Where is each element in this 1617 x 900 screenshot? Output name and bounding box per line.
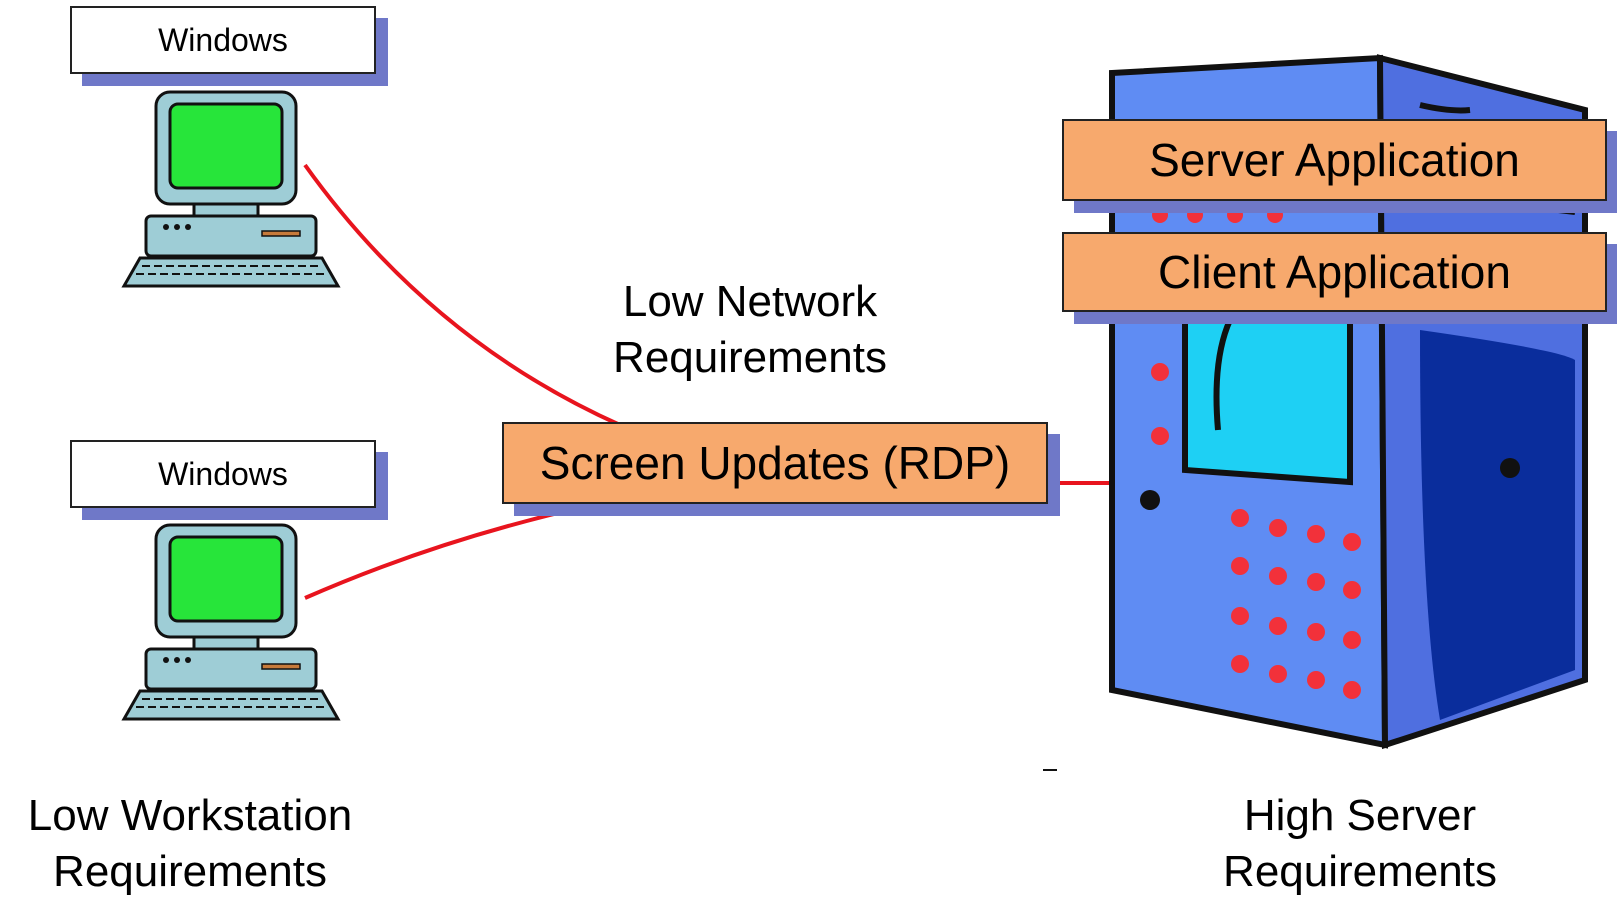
workstation-label-line2: Requirements — [53, 847, 327, 896]
server-requirements-label: High Server Requirements — [1170, 788, 1550, 900]
link-line-bottom — [304, 493, 641, 600]
network-requirements-label: Low Network Requirements — [560, 274, 940, 386]
rdp-screen-updates-box: Screen Updates (RDP) — [502, 422, 1048, 504]
windows-label-top: Windows — [70, 6, 376, 74]
workstation-top-icon — [121, 90, 341, 288]
network-label-line1: Low Network — [622, 277, 878, 326]
network-label-line2: Requirements — [613, 333, 887, 382]
server-icon — [1109, 54, 1588, 750]
windows-label-bottom: Windows — [70, 440, 376, 508]
server-label-line1: High Server — [1243, 791, 1477, 840]
link-line-top — [303, 163, 621, 427]
workstation-label-line1: Low Workstation — [27, 791, 353, 840]
server-label-line2: Requirements — [1223, 847, 1497, 896]
workstation-requirements-label: Low Workstation Requirements — [0, 788, 380, 900]
server-application-box: Server Application — [1062, 119, 1607, 201]
workstation-bottom-icon — [121, 523, 341, 721]
client-application-box: Client Application — [1062, 232, 1607, 312]
